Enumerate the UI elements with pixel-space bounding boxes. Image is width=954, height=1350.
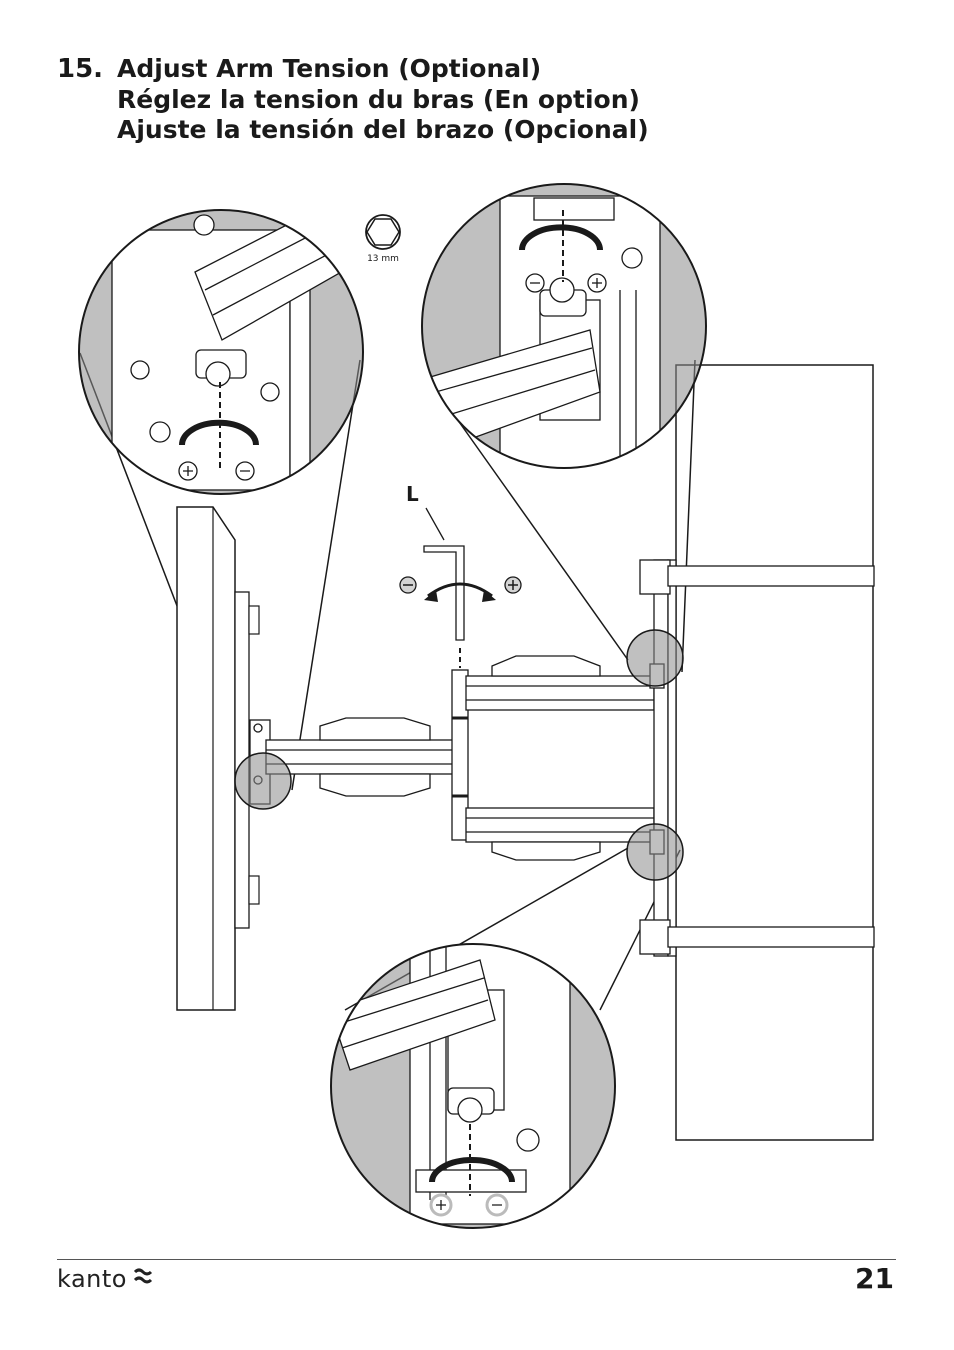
footer-divider [57,1259,896,1260]
page-number: 21 [855,1262,894,1295]
zoom-detail-top-left [78,209,364,495]
arrow-right-icon [482,590,496,602]
arrow-left-icon [424,590,438,602]
step-number: 15. [57,54,104,84]
minus-icon [399,576,417,594]
step-title-block: Adjust Arm Tension (Optional) Réglez la … [117,54,737,146]
central-arm [451,655,655,861]
socket-13mm-icon: 13 mm [365,214,401,264]
step-title-es: Ajuste la tensión del brazo (Opcional) [117,115,649,144]
step-title-fr: Réglez la tension du bras (En option) [117,84,640,114]
minus-icon [525,273,545,293]
zoom-detail-top-right [421,183,707,469]
wall-stud [675,364,874,1141]
plus-icon [504,576,522,594]
tv-panel [176,506,260,1011]
minus-icon [235,461,255,481]
plus-icon [587,273,607,293]
hex-key-tool: L [399,482,522,668]
step-title-en: Adjust Arm Tension (Optional) [117,54,542,83]
plus-icon [178,461,198,481]
brand-logo-text: kanto [57,1265,127,1293]
minus-icon [485,1193,509,1217]
detail-callouts [234,629,684,881]
wrench-size-label: 13 mm [367,254,399,264]
hex-key-label: L [406,482,419,506]
plus-icon [429,1193,453,1217]
zoom-detail-bottom [330,943,616,1229]
brand-logo-icon [133,1268,153,1284]
